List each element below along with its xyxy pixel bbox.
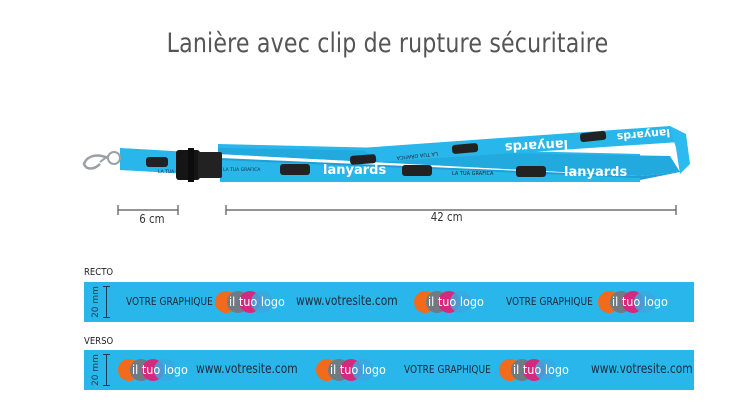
recto-label: RECTO xyxy=(84,267,114,278)
verso-website: www.votresite.com xyxy=(196,362,298,377)
recto-website: www.votresite.com xyxy=(296,294,398,309)
verso-logo-2: il tuo logo xyxy=(316,359,386,383)
lanyard-print-top: lanyards lanyards LA TUA GRAFICA xyxy=(349,126,671,165)
lanyard-tagline-bottom: LA TUA GRAFICA xyxy=(452,171,494,177)
lanyard-brand-top: lanyards xyxy=(504,136,568,154)
verso-width-indicator: 20 mm xyxy=(91,354,102,386)
recto-logo-2: il tuo logo xyxy=(414,291,484,315)
lanyard-brand-top-2: lanyards xyxy=(616,126,671,144)
lanyard-brand-bottom-2: lanyards xyxy=(564,165,627,180)
verso-graphic-text: VOTRE GRAPHIQUE xyxy=(404,363,491,376)
lanyard-ribbon xyxy=(120,126,690,182)
recto-width-indicator: 20 mm xyxy=(91,286,102,318)
recto-logo-3: il tuo logo xyxy=(598,291,668,315)
verso-label: VERSO xyxy=(84,336,114,347)
dimension-lines xyxy=(117,205,677,215)
recto-strip: 20 mm VOTRE GRAPHIQUE il tuo logo www.vo… xyxy=(84,282,694,322)
recto-graphic-text: VOTRE GRAPHIQUE xyxy=(126,295,213,308)
verso-strip: 20 mm il tuo logo www.votresite.com il t… xyxy=(84,350,694,390)
verso-website-2: www.votresite.com xyxy=(591,362,693,377)
recto-logo: il tuo logo xyxy=(215,291,285,315)
lanyard-tagline-top: LA TUA GRAFICA xyxy=(396,150,438,160)
recto-graphic-text-2: VOTRE GRAPHIQUE xyxy=(506,295,593,308)
clip-length-label: 6 cm xyxy=(139,212,165,226)
lanyard-buckle xyxy=(176,148,222,182)
page-title: Lanière avec clip de rupture sécuritaire xyxy=(166,28,609,59)
lanyard-brand-bottom: lanyards xyxy=(323,163,386,178)
lanyard-illustration: lanyards lanyards LA TUA GRAFICA lanyard… xyxy=(82,126,690,182)
lanyard-hook xyxy=(82,151,121,170)
total-length-label: 42 cm xyxy=(430,210,463,224)
lanyard-tagline-mid: LA TUA GRAFICA xyxy=(223,167,261,173)
verso-logo-3: il tuo logo xyxy=(499,359,569,383)
verso-logo: il tuo logo xyxy=(118,359,188,383)
